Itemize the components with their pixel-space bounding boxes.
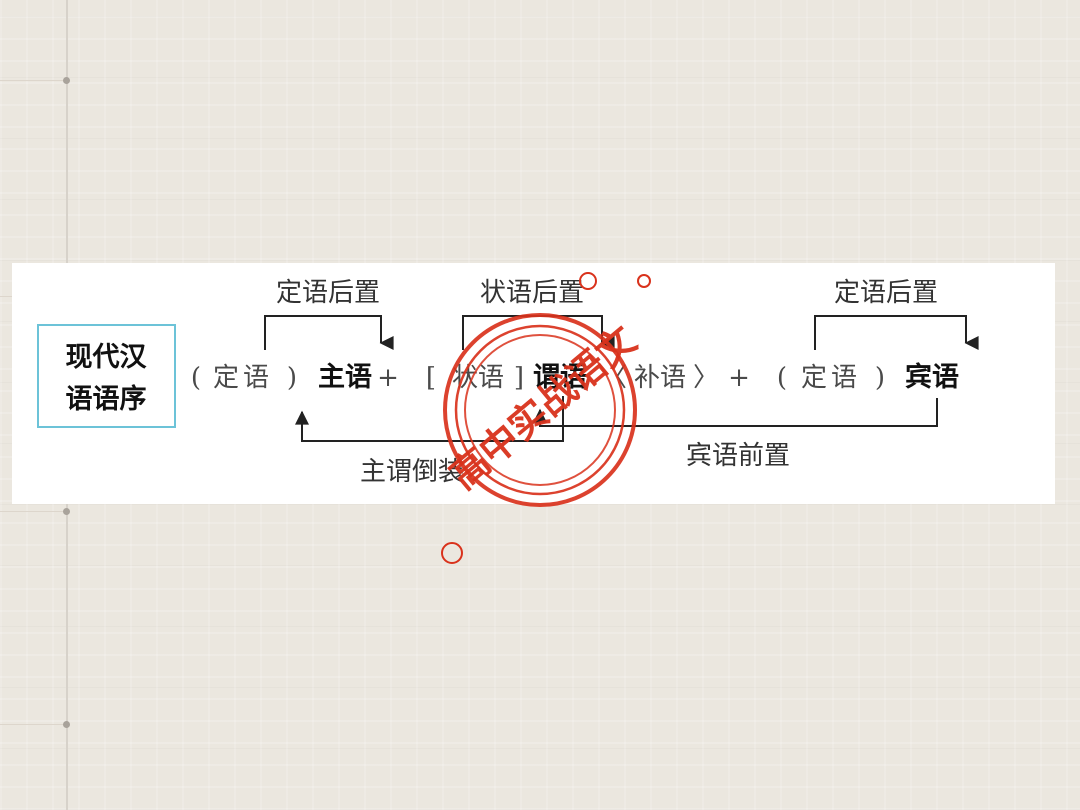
attributive-2: 定语 — [801, 363, 861, 393]
label-subject-predicate-inversion: 主谓倒装 — [360, 457, 464, 487]
attributive-1: 定语 — [213, 363, 273, 393]
plus-2: + — [728, 363, 750, 393]
label-attributive-postposition-right: 定语后置 — [834, 278, 938, 308]
decorative-circle — [579, 272, 597, 290]
angle-close-complement: 〉 — [693, 363, 719, 393]
label-attributive-postposition-left: 定语后置 — [276, 278, 380, 308]
paren-close-2: ) — [875, 363, 885, 393]
paren-close-1: ) — [287, 363, 297, 393]
margin-rule — [0, 724, 66, 725]
box-title-line1: 现代汉 — [66, 342, 148, 373]
margin-rule — [0, 80, 66, 81]
word-order-title-box — [37, 324, 176, 428]
complement: 补语 — [634, 363, 686, 393]
arrow-object-preposition — [533, 398, 938, 427]
margin-rule — [0, 511, 66, 512]
margin-dot — [63, 508, 70, 515]
plus-1: + — [377, 363, 399, 393]
decorative-circle — [637, 274, 651, 288]
arrow-attributive-to-object — [814, 315, 979, 350]
diagram-panel — [12, 263, 1055, 504]
paren-open-2: ( — [777, 363, 787, 393]
margin-dot — [63, 721, 70, 728]
box-title-line2: 语语序 — [66, 383, 147, 415]
paren-open-1: ( — [191, 363, 201, 393]
object: 宾语 — [905, 361, 959, 393]
watermark-stamp: 高中实战语文 — [442, 313, 645, 507]
decorative-circle — [441, 542, 463, 564]
label-object-preposition: 宾语前置 — [686, 441, 790, 471]
arrow-subject-predicate-inversion — [295, 396, 564, 442]
label-adverbial-postposition: 状语后置 — [480, 278, 584, 308]
margin-dot — [63, 77, 70, 84]
subject: 主语 — [318, 362, 372, 393]
predicate: 谓语 — [533, 362, 587, 393]
bracket-open-adverbial: [ — [426, 363, 436, 393]
bracket-close-adverbial: ] — [514, 363, 524, 393]
arrow-attributive-to-subject — [264, 315, 394, 350]
